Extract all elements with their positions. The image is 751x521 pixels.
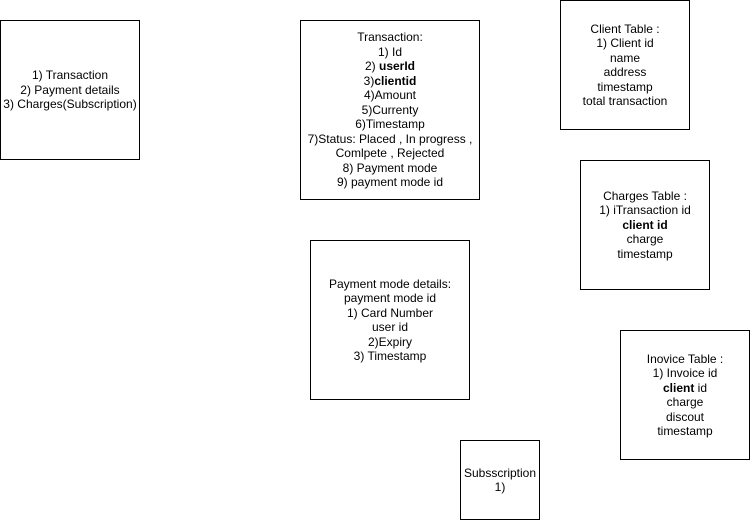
invoice-table-item: 1) Invoice id	[652, 366, 718, 380]
subscription-item: 1)	[494, 480, 506, 494]
transaction-item-status: 7)Status: Placed , In progress ,	[307, 131, 473, 146]
charges-table-item: charge	[626, 232, 664, 247]
payment-mode-item: 1) Card Number	[346, 305, 434, 320]
client-table-item: 1) Client id	[596, 36, 654, 50]
transaction-item-payment-mode: 8) Payment mode	[342, 160, 438, 175]
invoice-table-title: Inovice Table :	[646, 351, 724, 366]
transaction-item-clientid: 3)clientid	[364, 74, 417, 89]
client-table-title: Client Table :	[590, 21, 660, 36]
transaction-item-id: 1) Id	[377, 44, 402, 59]
invoice-table-client-rest: id	[694, 380, 708, 395]
transaction-item-timestamp: 6)Timestamp	[355, 117, 425, 132]
charges-table-item: timestamp	[617, 246, 673, 261]
subscription-box[interactable]: Subsscription 1)	[460, 440, 540, 520]
charges-table-item-client-id: client id	[622, 217, 668, 232]
transaction-box[interactable]: Transaction: 1) Id 2) userId 3)clientid …	[300, 20, 480, 200]
overview-line-payment-details: 2) Payment details	[20, 82, 120, 97]
subscription-title: Subsscription	[463, 465, 537, 480]
charges-table-box[interactable]: Charges Table : 1) iTransaction id clien…	[580, 160, 710, 290]
transaction-item-payment-mode-id: 9) payment mode id	[336, 175, 444, 190]
client-table-box[interactable]: Client Table : 1) Client id name address…	[560, 0, 690, 130]
payment-mode-item: 2)Expiry	[367, 334, 412, 349]
invoice-table-item: timestamp	[657, 424, 713, 438]
transaction-item-clientid-bold: clientid	[374, 73, 417, 88]
invoice-table-client-bold: client	[662, 380, 695, 395]
transaction-title: Transaction:	[357, 30, 423, 45]
overview-line-charges: 3) Charges(Subscription)	[3, 97, 137, 112]
payment-mode-item: user id	[371, 320, 409, 334]
transaction-item-clientid-prefix: 3)	[363, 73, 375, 88]
client-table-item: total transaction	[582, 94, 668, 108]
invoice-table-box[interactable]: Inovice Table : 1) Invoice id client id …	[620, 330, 750, 460]
invoice-table-item: discout	[665, 409, 705, 424]
transaction-item-userid-prefix: 2)	[364, 59, 379, 74]
client-table-item: timestamp	[597, 79, 653, 94]
overview-line-transaction: 1) Transaction	[31, 68, 109, 83]
invoice-table-item: charge	[666, 395, 704, 409]
client-table-item: address	[603, 65, 647, 79]
payment-mode-title: Payment mode details:	[328, 276, 452, 291]
charges-table-item: 1) iTransaction id	[599, 203, 691, 218]
charges-table-title: Charges Table :	[603, 188, 687, 203]
transaction-item-amount: 4)Amount	[363, 88, 417, 103]
client-table-item: name	[609, 50, 641, 65]
overview-box[interactable]: 1) Transaction 2) Payment details 3) Cha…	[0, 20, 140, 160]
payment-mode-item: 3) Timestamp	[353, 349, 427, 363]
transaction-item-status-cont: Comlpete , Rejected	[335, 146, 445, 161]
transaction-item-userid: 2) userId	[365, 59, 415, 74]
payment-mode-box[interactable]: Payment mode details: payment mode id 1)…	[310, 240, 470, 400]
payment-mode-item: payment mode id	[343, 291, 437, 305]
transaction-item-currency: 5)Currenty	[361, 102, 419, 117]
transaction-item-userid-bold: userId	[379, 59, 416, 74]
invoice-table-item-client-id: client id	[663, 381, 707, 396]
